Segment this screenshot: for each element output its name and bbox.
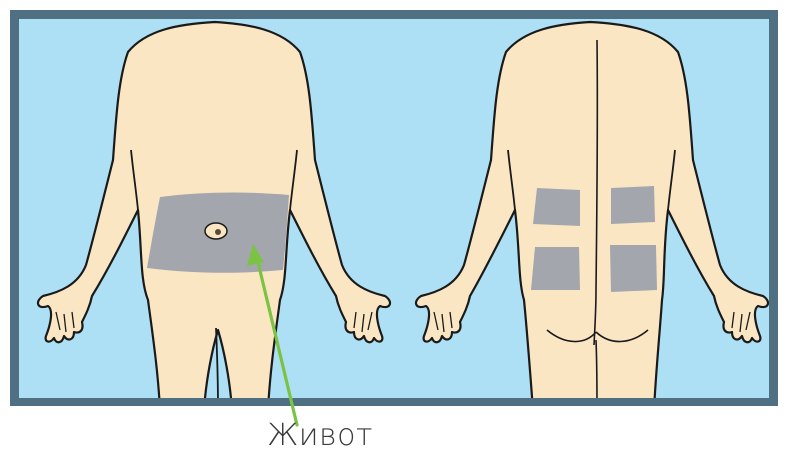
navel-center — [215, 229, 221, 235]
upper-right-back-zone — [611, 186, 655, 224]
lower-left-back-zone — [531, 247, 580, 290]
lower-right-back-zone — [610, 245, 657, 292]
abdomen-label: Живот — [245, 418, 395, 454]
upper-left-back-zone — [533, 188, 580, 226]
